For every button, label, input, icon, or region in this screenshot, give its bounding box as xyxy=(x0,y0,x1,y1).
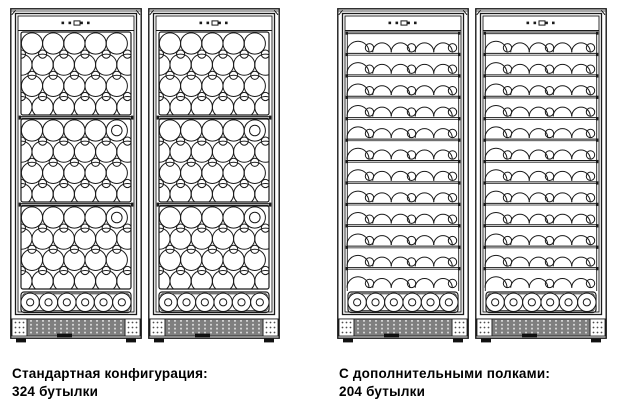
caption-shelves-line2: 204 бутылки xyxy=(339,384,426,399)
wine-cabinet-bulk-left xyxy=(10,8,142,343)
wine-cabinet-bulk-right xyxy=(148,8,280,343)
unit-additional-shelves: С дополнительными полками: 204 бутылки xyxy=(337,8,607,401)
wine-cabinet-shelves-left xyxy=(337,8,469,343)
caption-shelves-line1: С дополнительными полками: xyxy=(339,366,551,381)
caption-standard-line2: 324 бутылки xyxy=(12,384,99,399)
cabinet-pair-standard xyxy=(10,8,280,344)
unit-standard-configuration: Стандартная конфигурация: 324 бутылки xyxy=(10,8,280,401)
caption-standard: Стандартная конфигурация: 324 бутылки xyxy=(12,365,280,401)
wine-cabinet-shelves-right xyxy=(475,8,607,343)
caption-shelves: С дополнительными полками: 204 бутылки xyxy=(339,365,607,401)
cabinet-pair-shelves xyxy=(337,8,607,344)
caption-standard-line1: Стандартная конфигурация: xyxy=(12,366,208,381)
